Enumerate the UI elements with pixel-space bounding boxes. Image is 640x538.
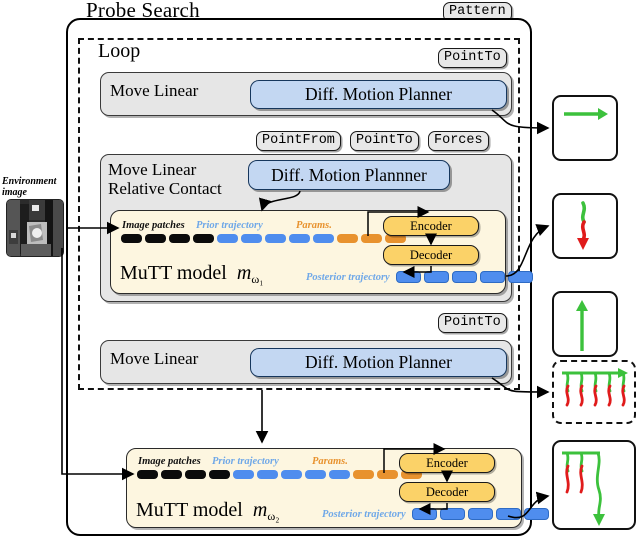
token-prior xyxy=(305,470,326,479)
token-prior xyxy=(217,234,238,243)
result-move-linear-1[interactable] xyxy=(552,95,618,161)
result-loop-repeat[interactable] xyxy=(552,360,636,424)
token-param xyxy=(353,470,374,479)
loop-container xyxy=(78,38,520,390)
encoder-top[interactable]: Encoder xyxy=(383,216,479,236)
tag-pointfrom[interactable]: PointFrom xyxy=(256,131,341,151)
token-posterior xyxy=(496,508,521,520)
mutt-top-symbol: m xyxy=(236,262,252,284)
probe-multi-icon xyxy=(562,368,628,407)
probe-down-icon xyxy=(577,201,589,250)
label-params-bottom: Params. xyxy=(312,456,348,467)
mutt-model-bottom-name: MuTT model mω₂ xyxy=(136,499,279,524)
decoder-bottom[interactable]: Decoder xyxy=(399,482,495,502)
tag-pointto-middle[interactable]: PointTo xyxy=(350,131,419,151)
token-prior xyxy=(241,234,262,243)
token-image-patch xyxy=(121,234,142,243)
label-posterior-trajectory-bottom: Posterior trajectory xyxy=(322,509,406,520)
tag-forces[interactable]: Forces xyxy=(428,131,489,151)
posterior-token-row-top xyxy=(396,271,533,283)
skill-move-linear-1-label: Move Linear xyxy=(110,81,199,100)
token-prior xyxy=(289,234,310,243)
token-param xyxy=(377,470,398,479)
arrow-right-icon xyxy=(564,108,608,120)
result-contact-probe[interactable] xyxy=(552,193,618,259)
loop-label: Loop xyxy=(98,40,141,62)
token-prior xyxy=(313,234,334,243)
posterior-token-row-bottom xyxy=(412,508,549,520)
token-param xyxy=(385,234,406,243)
planner-3[interactable]: Diff. Motion Planner xyxy=(250,348,507,377)
mutt-bottom-text: MuTT model xyxy=(136,499,243,521)
token-row-bottom xyxy=(137,470,422,479)
token-param xyxy=(337,234,358,243)
skill-contact-label-line2: Relative Contact xyxy=(108,179,222,198)
token-posterior xyxy=(480,271,505,283)
env-caption-line1: Environment xyxy=(2,176,57,187)
token-posterior xyxy=(440,508,465,520)
token-image-patch xyxy=(145,234,166,243)
result-final-trajectory[interactable] xyxy=(552,440,636,530)
token-posterior xyxy=(468,508,493,520)
token-image-patch xyxy=(161,470,182,479)
environment-image-caption: Environment image xyxy=(2,176,64,198)
label-params-top: Params. xyxy=(296,220,332,231)
mutt-bottom-subscript: ω₂ xyxy=(267,509,280,523)
token-prior xyxy=(265,234,286,243)
page-title: Probe Search xyxy=(86,0,200,22)
skill-contact-label-line1: Move Linear xyxy=(108,160,197,179)
token-image-patch xyxy=(209,470,230,479)
token-param xyxy=(401,470,422,479)
tag-pointto-bottom[interactable]: PointTo xyxy=(438,313,507,333)
environment-image xyxy=(6,199,64,257)
tag-pointto-top[interactable]: PointTo xyxy=(438,48,507,68)
result-move-linear-2[interactable] xyxy=(552,291,618,357)
label-prior-trajectory-bottom: Prior trajectory xyxy=(212,456,279,467)
token-prior xyxy=(329,470,350,479)
token-prior xyxy=(257,470,278,479)
label-prior-trajectory-top: Prior trajectory xyxy=(196,220,263,231)
mutt-bottom-symbol: m xyxy=(252,499,268,521)
token-posterior xyxy=(396,271,421,283)
token-prior xyxy=(233,470,254,479)
token-prior xyxy=(281,470,302,479)
env-caption-line2: image xyxy=(2,187,27,198)
token-posterior xyxy=(524,508,549,520)
token-image-patch xyxy=(137,470,158,479)
encoder-bottom[interactable]: Encoder xyxy=(399,453,495,473)
token-image-patch xyxy=(169,234,190,243)
mutt-top-text: MuTT model xyxy=(120,262,227,284)
label-image-patches-top: Image patches xyxy=(122,220,185,231)
probe-final-icon xyxy=(562,451,605,526)
token-row-top xyxy=(121,234,406,243)
mutt-model-top-name: MuTT model mω₁ xyxy=(120,262,263,287)
token-posterior xyxy=(424,271,449,283)
label-image-patches-bottom: Image patches xyxy=(138,456,201,467)
planner-1[interactable]: Diff. Motion Planner xyxy=(250,80,507,109)
skill-move-linear-2-label: Move Linear xyxy=(110,349,199,368)
token-posterior xyxy=(508,271,533,283)
token-param xyxy=(361,234,382,243)
mutt-top-subscript: ω₁ xyxy=(251,272,264,286)
decoder-top[interactable]: Decoder xyxy=(383,245,479,265)
label-posterior-trajectory-top: Posterior trajectory xyxy=(306,272,390,283)
token-posterior xyxy=(412,508,437,520)
token-image-patch xyxy=(185,470,206,479)
token-posterior xyxy=(452,271,477,283)
arrow-up-icon xyxy=(576,300,588,351)
planner-2[interactable]: Diff. Motion Plannner xyxy=(248,160,450,190)
token-image-patch xyxy=(193,234,214,243)
